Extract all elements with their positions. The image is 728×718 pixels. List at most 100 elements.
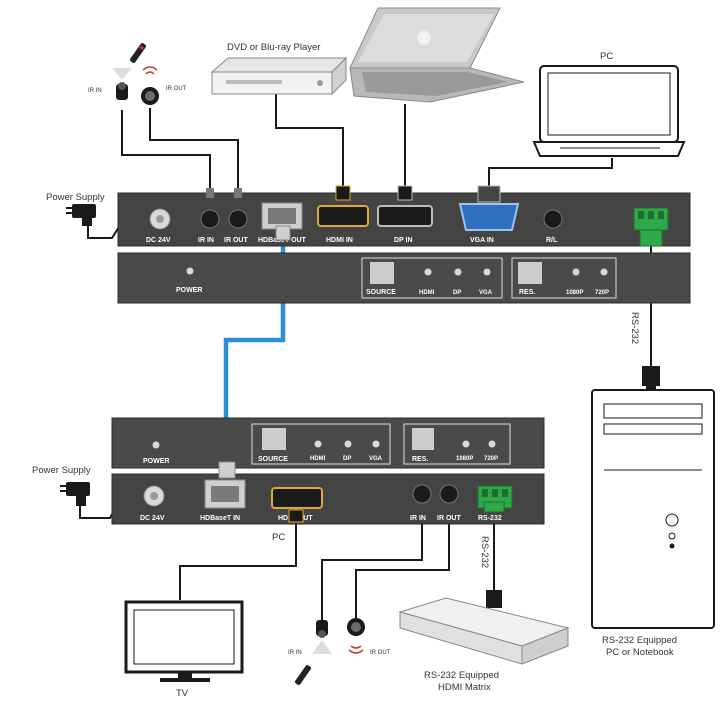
matrix-label-2: HDMI Matrix [438, 682, 491, 693]
transmitter-front-panel: POWER SOURCE HDMI DP VGA RES. 1080P 720P [117, 252, 691, 304]
ir-receiver-icon [312, 620, 332, 654]
rx-rs232-label: RS-232 [478, 515, 502, 522]
led-720-rx [488, 440, 496, 448]
remote-control-icon [130, 43, 146, 63]
power-supply-rx-label: Power Supply [32, 465, 91, 476]
ir-out-jack-tx [228, 209, 248, 229]
dp-led-rx [344, 440, 352, 448]
tx-dc-label: DC 24V [146, 237, 171, 244]
rx-power-label: POWER [143, 458, 169, 465]
dvd-hdmi-cable [275, 90, 344, 195]
power-led-rx [152, 441, 160, 449]
res-group-tx [511, 257, 617, 299]
rx-res-label: RES. [412, 456, 428, 463]
rx-dc-label: DC 24V [140, 515, 165, 522]
tx-ir-out-label: IR OUT [224, 237, 248, 244]
matrix-label-1: RS-232 Equipped [424, 670, 499, 681]
tx-power-label: POWER [176, 287, 202, 294]
tv-icon [124, 600, 244, 682]
plug-rs232-rx [483, 501, 505, 513]
dvd-player-icon [210, 56, 348, 96]
db9-connector-icon [486, 590, 502, 608]
dp-led-tx [454, 268, 462, 276]
pc-vga-cable [488, 158, 613, 195]
rx-vga-label: VGA [369, 456, 383, 462]
tx-source-label: SOURCE [366, 289, 396, 296]
ir-emitter-icon [141, 66, 159, 105]
pc-rx-label: PC [272, 532, 285, 543]
ir-out-jack-rx [439, 484, 459, 504]
hdmi-tv-cable [179, 520, 297, 600]
tx-dp-label: DP [453, 290, 461, 296]
tx-ir-in-label: IR IN [198, 237, 214, 244]
cables [79, 90, 652, 620]
rx-hdmi-label: HDMI [310, 456, 326, 462]
rx-source-label: SOURCE [258, 456, 288, 463]
source-button-tx[interactable] [370, 262, 394, 284]
hdmi-in-port [317, 205, 369, 227]
rx-ir-in-label: IR IN [410, 515, 426, 522]
ir-in-jack-tx [200, 209, 220, 229]
tx-rl-label: R/L [546, 237, 558, 244]
ir-in-jack-rx [412, 484, 432, 504]
tx-1080-label: 1080P [566, 290, 583, 296]
ir-top-out-label: IR OUT [166, 86, 187, 92]
res-button-rx[interactable] [412, 428, 434, 450]
rs232-top-label: RS-232 [629, 312, 640, 344]
plug-hdbaset-in [218, 461, 236, 479]
hdmi-led-rx [314, 440, 322, 448]
ir-in-cable-bottom [321, 506, 423, 620]
plug-dp-in [397, 185, 413, 201]
receiver-back-panel: DC 24V HDBaseT IN HDMI OUT IR IN IR OUT … [111, 473, 545, 525]
pc-monitor-icon [532, 65, 686, 157]
audio-rl-jack [543, 209, 563, 229]
tv-label: TV [176, 688, 189, 699]
tx-720-label: 720P [595, 290, 609, 296]
power-plug-icon [66, 204, 96, 226]
rx-dp-label: DP [343, 456, 351, 462]
tx-vga-in-label: VGA IN [470, 237, 494, 244]
source-group-rx [251, 423, 391, 465]
source-group-tx [361, 257, 503, 299]
led-1080-tx [572, 268, 580, 276]
vga-led-tx [483, 268, 491, 276]
plug-hdbaset-out [275, 225, 291, 241]
res-button-tx[interactable] [518, 262, 542, 284]
tx-res-label: RES. [519, 289, 535, 296]
db9-connector-icon [642, 366, 660, 392]
hdmi-led-tx [424, 268, 432, 276]
hdmi-out-port [271, 487, 323, 509]
ir-in-cable-top [121, 110, 211, 195]
source-button-rx[interactable] [262, 428, 286, 450]
ir-top-in-label: IR IN [88, 88, 102, 94]
power-plug-icon [60, 482, 90, 506]
vga-in-port [458, 203, 520, 231]
rx-ir-out-label: IR OUT [437, 515, 461, 522]
ir-receiver-icon [112, 68, 132, 100]
dp-in-port [377, 205, 433, 227]
dvd-label: DVD or Blu-ray Player [227, 42, 320, 53]
rx-hdbaset-label: HDBaseT IN [200, 515, 240, 522]
led-720-tx [600, 268, 608, 276]
ir-emitter-icon [347, 618, 365, 654]
plug-ir-in-tx [206, 188, 214, 198]
rs232-pc-label-2: PC or Notebook [606, 647, 674, 658]
tx-hdmi-in-label: HDMI IN [326, 237, 353, 244]
rs232-pc-label-1: RS-232 Equipped [602, 635, 677, 646]
hdmi-matrix-icon [398, 597, 570, 665]
plug-vga-in [477, 185, 501, 203]
remote-control-icon [295, 665, 311, 685]
vga-led-rx [372, 440, 380, 448]
ir-bottom-in-label: IR IN [288, 650, 302, 656]
laptop-icon [349, 7, 525, 103]
pc-top-label: PC [600, 51, 613, 62]
plug-hdmi-out [288, 509, 304, 523]
rx-1080-label: 1080P [456, 456, 473, 462]
tx-dp-in-label: DP IN [394, 237, 413, 244]
plug-ir-out-tx [234, 188, 242, 198]
ir-out-cable-top [149, 108, 239, 195]
rx-720-label: 720P [484, 456, 498, 462]
ir-out-cable-bottom [355, 506, 450, 618]
power-led-tx [186, 267, 194, 275]
